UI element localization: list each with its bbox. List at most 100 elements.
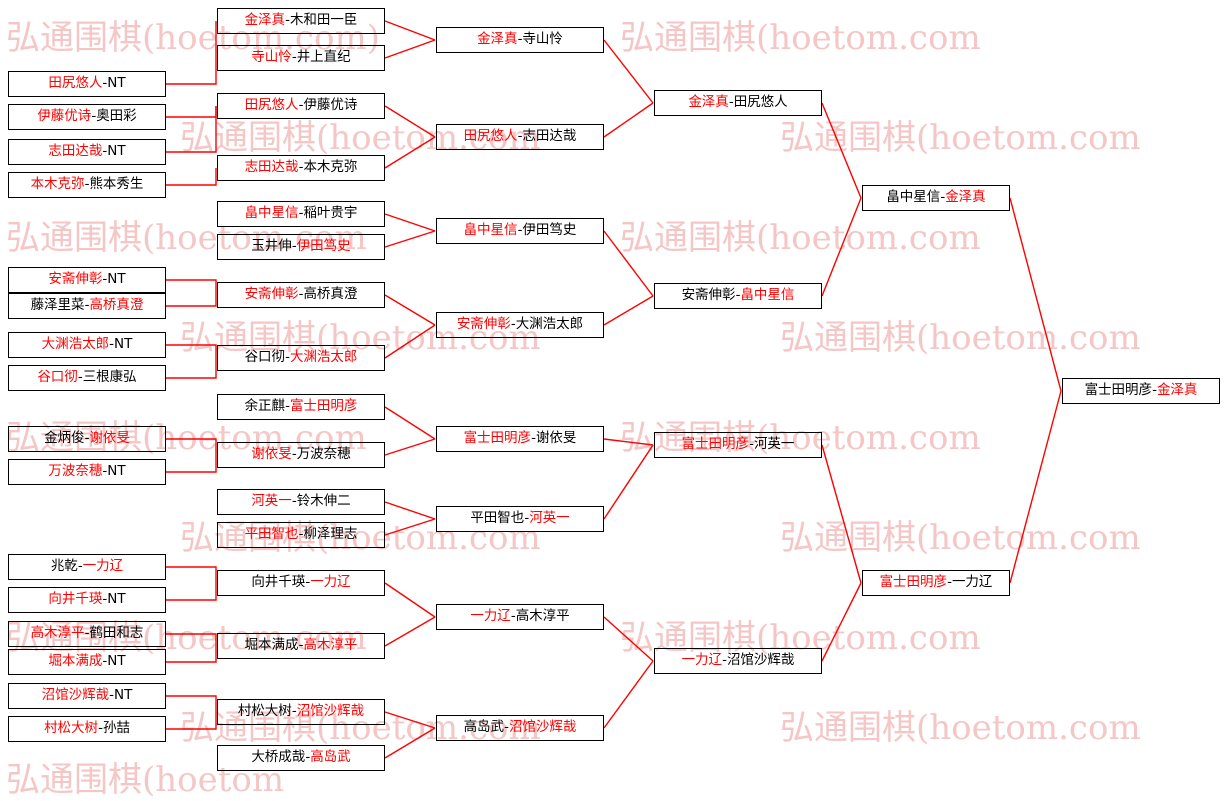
connector-line bbox=[384, 616, 436, 647]
match-box[interactable]: 富士田明彦-一力辽 bbox=[862, 570, 1010, 596]
match-box[interactable]: 安斋伸彰-大渊浩太郎 bbox=[436, 312, 604, 338]
qualifier-match-box[interactable]: 本木克弥-熊本秀生 bbox=[8, 172, 166, 198]
player-left: 一力辽 bbox=[681, 652, 723, 669]
player-right: 柳泽理志 bbox=[303, 526, 358, 543]
player-right: 木和田一臣 bbox=[289, 12, 358, 29]
player-left: 河英一 bbox=[251, 493, 292, 510]
player-left: 富士田明彦 bbox=[879, 574, 948, 591]
connector-line bbox=[384, 518, 436, 536]
qualifier-match-box[interactable]: 向井千瑛-NT bbox=[8, 587, 166, 613]
player-right: 沼馆沙辉哉 bbox=[726, 652, 795, 669]
player-left: 安斋伸彰 bbox=[48, 271, 103, 288]
separator: - bbox=[510, 608, 516, 625]
qualifier-match-box[interactable]: 志田达哉-NT bbox=[8, 139, 166, 165]
match-box[interactable]: 谢依旻-万波奈穂 bbox=[217, 442, 385, 468]
qualifier-match-box[interactable]: 田尻悠人-NT bbox=[8, 71, 166, 97]
match-box[interactable]: 富士田明彦-金泽真 bbox=[1062, 378, 1220, 404]
player-right: NT bbox=[107, 143, 126, 160]
match-box[interactable]: 金泽真-田尻悠人 bbox=[654, 90, 822, 116]
player-right: 三根康弘 bbox=[82, 369, 137, 386]
qualifier-match-box[interactable]: 兆乾-一力辽 bbox=[8, 554, 166, 580]
player-right: 志田达哉 bbox=[522, 128, 577, 145]
match-box[interactable]: 富士田明彦-谢依旻 bbox=[436, 426, 604, 452]
match-box[interactable]: 安斋伸彰-畠中星信 bbox=[654, 283, 822, 309]
separator: - bbox=[504, 719, 509, 736]
qualifier-match-box[interactable]: 藤泽里菜-高桥真澄 bbox=[8, 293, 166, 319]
match-box[interactable]: 平田智也-河英一 bbox=[436, 506, 604, 532]
match-box[interactable]: 金泽真-木和田一臣 bbox=[217, 8, 385, 34]
separator: - bbox=[291, 703, 297, 720]
match-box[interactable]: 志田达哉-本木克弥 bbox=[217, 155, 385, 181]
player-left: 畠中星信 bbox=[244, 205, 299, 222]
qualifier-match-box[interactable]: 安斋伸彰-NT bbox=[8, 267, 166, 293]
connector-line bbox=[603, 230, 654, 297]
player-left: 沼馆沙辉哉 bbox=[41, 687, 110, 704]
separator: - bbox=[91, 108, 97, 125]
separator: - bbox=[517, 222, 523, 239]
match-box[interactable]: 向井千瑛-一力辽 bbox=[217, 570, 385, 596]
player-right: 谢依旻 bbox=[535, 430, 577, 447]
connector-line bbox=[166, 168, 217, 186]
player-left: 堀本满成 bbox=[48, 653, 103, 670]
match-box[interactable]: 堀本满成-高木淳平 bbox=[217, 633, 385, 659]
player-right: 鹤田和志 bbox=[89, 625, 144, 642]
match-box[interactable]: 大桥成哉-高岛武 bbox=[217, 745, 385, 771]
qualifier-match-box[interactable]: 谷口彻-三根康弘 bbox=[8, 365, 166, 391]
separator: - bbox=[84, 625, 90, 642]
match-box[interactable]: 一力辽-沼馆沙辉哉 bbox=[654, 648, 822, 674]
separator: - bbox=[517, 31, 523, 48]
match-box[interactable]: 金泽真-寺山怜 bbox=[436, 27, 604, 53]
separator: - bbox=[77, 369, 83, 386]
match-box[interactable]: 安斋伸彰-高桥真澄 bbox=[217, 282, 385, 308]
player-right: 沼馆沙辉哉 bbox=[296, 703, 365, 720]
player-left: 玉井伸 bbox=[251, 238, 292, 255]
player-left: 谷口彻 bbox=[37, 369, 78, 386]
connector-line bbox=[603, 616, 654, 662]
separator: - bbox=[291, 493, 297, 510]
connector-line bbox=[166, 566, 217, 583]
connector-line bbox=[821, 444, 862, 584]
qualifier-match-box[interactable]: 高木淳平-鹤田和志 bbox=[8, 621, 166, 647]
separator: - bbox=[291, 446, 297, 463]
player-left: 高木淳平 bbox=[30, 625, 85, 642]
qualifier-match-box[interactable]: 村松大树-孙喆 bbox=[8, 716, 166, 742]
qualifier-match-box[interactable]: 沼馆沙辉哉-NT bbox=[8, 683, 166, 709]
qualifier-match-box[interactable]: 伊藤优诗-奥田彩 bbox=[8, 104, 166, 130]
match-box[interactable]: 河英一-铃木伸二 bbox=[217, 489, 385, 515]
separator: - bbox=[735, 287, 741, 304]
player-right: NT bbox=[107, 75, 126, 92]
bracket-connector-lines bbox=[166, 20, 1062, 759]
match-box[interactable]: 平田智也-柳泽理志 bbox=[217, 522, 385, 548]
separator: - bbox=[285, 12, 290, 29]
player-left: 金炳俊 bbox=[44, 430, 85, 447]
match-box[interactable]: 寺山怜-井上直纪 bbox=[217, 45, 385, 71]
qualifier-match-box[interactable]: 万波奈穂-NT bbox=[8, 459, 166, 485]
connector-line bbox=[821, 102, 862, 199]
match-box[interactable]: 村松大树-沼馆沙辉哉 bbox=[217, 699, 385, 725]
separator: - bbox=[531, 430, 536, 447]
connector-line bbox=[384, 230, 436, 248]
player-left: 兆乾 bbox=[50, 558, 78, 575]
match-box[interactable]: 田尻悠人-志田达哉 bbox=[436, 124, 604, 150]
match-box[interactable]: 余正麒-富士田明彦 bbox=[217, 394, 385, 420]
match-box[interactable]: 玉井伸-伊田笃史 bbox=[217, 234, 385, 260]
match-box[interactable]: 高岛武-沼馆沙辉哉 bbox=[436, 715, 604, 741]
player-left: 富士田明彦 bbox=[1084, 382, 1153, 399]
match-box[interactable]: 富士田明彦-河英一 bbox=[654, 432, 822, 458]
player-left: 田尻悠人 bbox=[463, 128, 518, 145]
connector-line bbox=[384, 294, 436, 326]
match-box[interactable]: 畠中星信-金泽真 bbox=[862, 185, 1010, 211]
match-box[interactable]: 田尻悠人-伊藤优诗 bbox=[217, 93, 385, 119]
match-box[interactable]: 一力辽-高木淳平 bbox=[436, 604, 604, 630]
connector-line bbox=[166, 633, 217, 646]
player-right: 伊藤优诗 bbox=[303, 97, 358, 114]
match-box[interactable]: 畠中星信-稲叶贵宇 bbox=[217, 201, 385, 227]
connector-line bbox=[603, 39, 654, 104]
separator: - bbox=[102, 143, 108, 160]
player-right: 寺山怜 bbox=[522, 31, 563, 48]
match-box[interactable]: 谷口彻-大渊浩太郎 bbox=[217, 345, 385, 371]
qualifier-match-box[interactable]: 堀本满成-NT bbox=[8, 649, 166, 675]
qualifier-match-box[interactable]: 大渊浩太郎-NT bbox=[8, 332, 166, 358]
qualifier-match-box[interactable]: 金炳俊-谢依旻 bbox=[8, 426, 166, 452]
match-box[interactable]: 畠中星信-伊田笃史 bbox=[436, 218, 604, 244]
